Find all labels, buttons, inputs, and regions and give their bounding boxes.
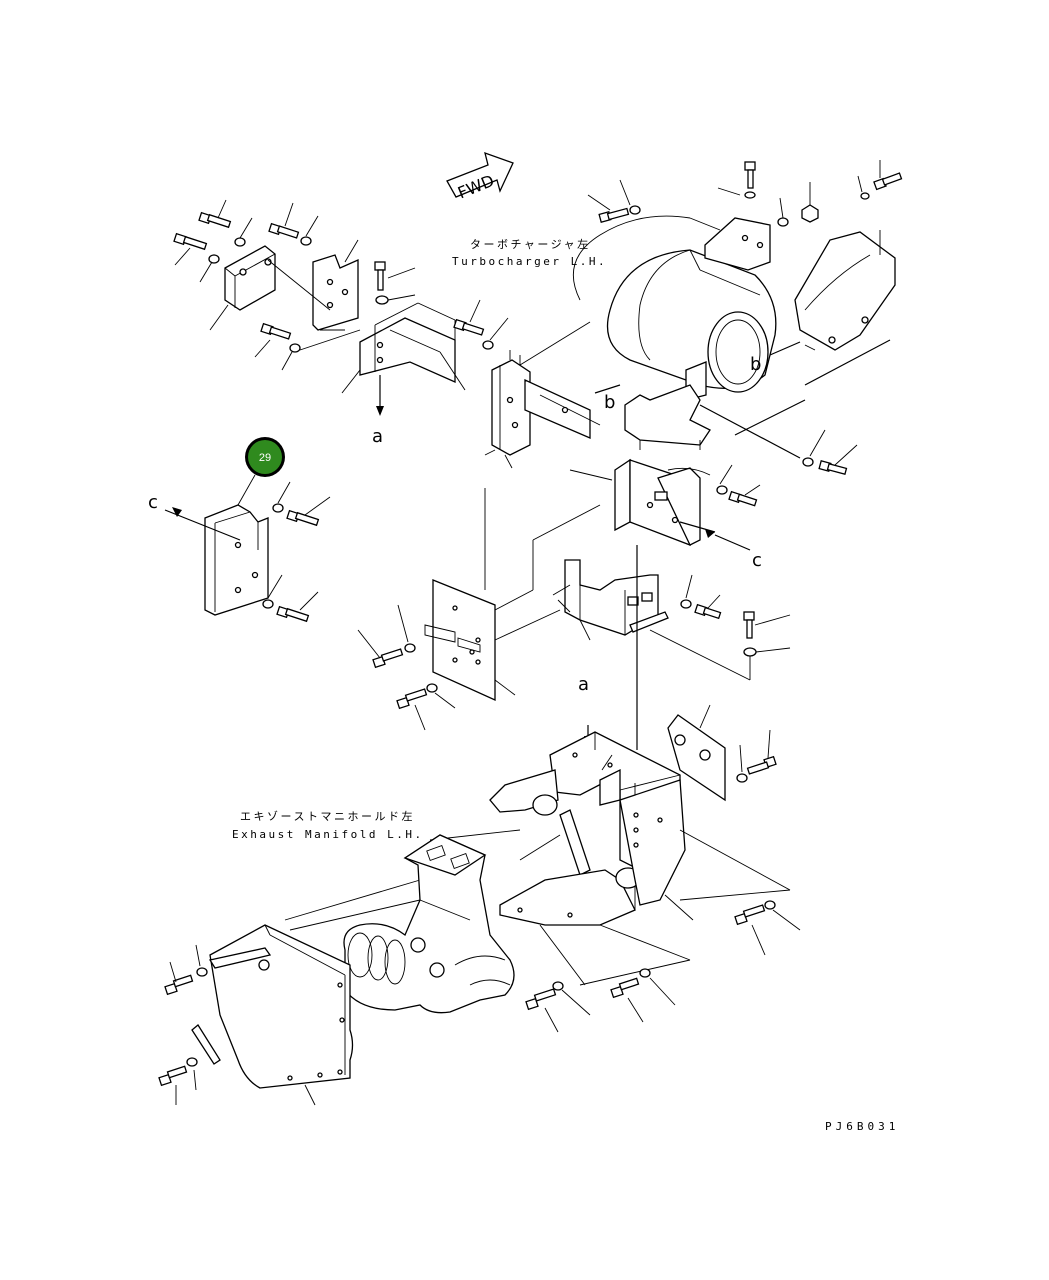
- washer-icon: [208, 254, 220, 264]
- center-plate: [424, 488, 601, 702]
- turbo-bracket-top: [587, 161, 819, 271]
- bolt-icon: [286, 496, 331, 527]
- upper-left-bracket-group: [173, 199, 361, 371]
- bolt-icon: [198, 199, 232, 229]
- washer-icon: [186, 1057, 198, 1067]
- bolt-icon: [396, 688, 428, 731]
- reference-letter-c-right: c: [752, 550, 762, 571]
- exhaust-manifold-label-en: Exhaust Manifold L.H.: [232, 828, 424, 841]
- reference-letter-b-right: b: [750, 354, 761, 375]
- washer-icon: [234, 237, 246, 247]
- middle-mount: c: [569, 458, 762, 571]
- reference-letter-a-bottom: a: [578, 674, 589, 695]
- fwd-arrow: FWD: [446, 151, 514, 202]
- washer-icon: [300, 236, 312, 246]
- washer-icon: [375, 295, 389, 305]
- washer-icon: [743, 647, 757, 657]
- bolt-icon: [610, 977, 644, 1023]
- heat-shield-right: [769, 160, 903, 386]
- washer-icon: [272, 503, 284, 513]
- washer-icon: [736, 773, 748, 783]
- bolt-icon: [173, 232, 208, 266]
- turbocharger-label-jp: ターボチャージャ左: [470, 238, 591, 251]
- washer-icon: [552, 981, 564, 991]
- washer-icon: [716, 485, 728, 495]
- bolt-icon: [694, 594, 722, 620]
- turbocharger-label-en: Turbocharger L.H.: [452, 255, 607, 268]
- washer-icon: [196, 967, 208, 977]
- washer-icon: [482, 340, 494, 350]
- lower-left-heat-shield: [191, 924, 354, 1106]
- washer-icon: [764, 900, 776, 910]
- bracket-part-29: c: [148, 474, 269, 616]
- bolt-icon: [357, 629, 404, 669]
- washer-icon: [289, 343, 301, 353]
- lower-mount-bracket: [552, 545, 751, 750]
- reference-letter-c-left: c: [148, 492, 158, 513]
- washer-icon: [802, 457, 814, 467]
- bolt-icon: [587, 194, 630, 223]
- bolt-icon: [743, 611, 791, 639]
- u-bracket: [359, 317, 456, 384]
- washer-icon: [426, 683, 438, 693]
- reference-letter-b-left: b: [604, 392, 615, 413]
- washer-icon: [639, 968, 651, 978]
- bolt-icon: [525, 988, 559, 1033]
- washer-icon: [629, 205, 641, 215]
- bolt-icon: [268, 202, 300, 239]
- callout-29[interactable]: 29: [245, 437, 285, 477]
- reference-letter-a-top: a: [372, 426, 383, 447]
- exhaust-manifold-label-jp: エキゾーストマニホールド左: [240, 810, 415, 823]
- plate: [312, 254, 359, 331]
- callout-fill: [248, 440, 282, 474]
- washer-icon: [860, 192, 870, 200]
- bolt-icon: [158, 1065, 188, 1105]
- bolt-icon: [734, 904, 766, 956]
- drawing-code: PJ6B031: [825, 1120, 899, 1133]
- bolt-icon: [744, 161, 756, 189]
- bolt-icon: [873, 160, 903, 191]
- exhaust-manifold: [343, 834, 515, 1014]
- washer-icon: [404, 643, 416, 653]
- center-bracket: a: [341, 261, 466, 447]
- exhaust-bracket-assembly: a: [489, 674, 694, 926]
- nut-icon: [801, 204, 819, 223]
- turbocharger: b: [572, 215, 777, 450]
- bolt-icon: [728, 484, 761, 507]
- bolt-icon: [374, 261, 416, 291]
- clamp-strip: [208, 947, 272, 969]
- bolt-icon: [746, 729, 777, 775]
- bolt-icon: [276, 591, 319, 623]
- clamp-strip: [191, 1024, 221, 1065]
- bolt-icon: [164, 961, 194, 996]
- side-plate-right: [667, 704, 726, 802]
- angle-bracket: [224, 245, 276, 311]
- bolt-icon: [818, 444, 858, 476]
- callout-number: 29: [259, 452, 271, 464]
- washer-icon: [262, 599, 274, 609]
- washer-icon: [744, 191, 756, 199]
- washer-icon: [777, 217, 789, 227]
- bolt-icon: [453, 299, 485, 336]
- vertical-bracket-b: b: [484, 321, 621, 469]
- bolt-icon: [254, 322, 292, 358]
- washer-icon: [680, 599, 692, 609]
